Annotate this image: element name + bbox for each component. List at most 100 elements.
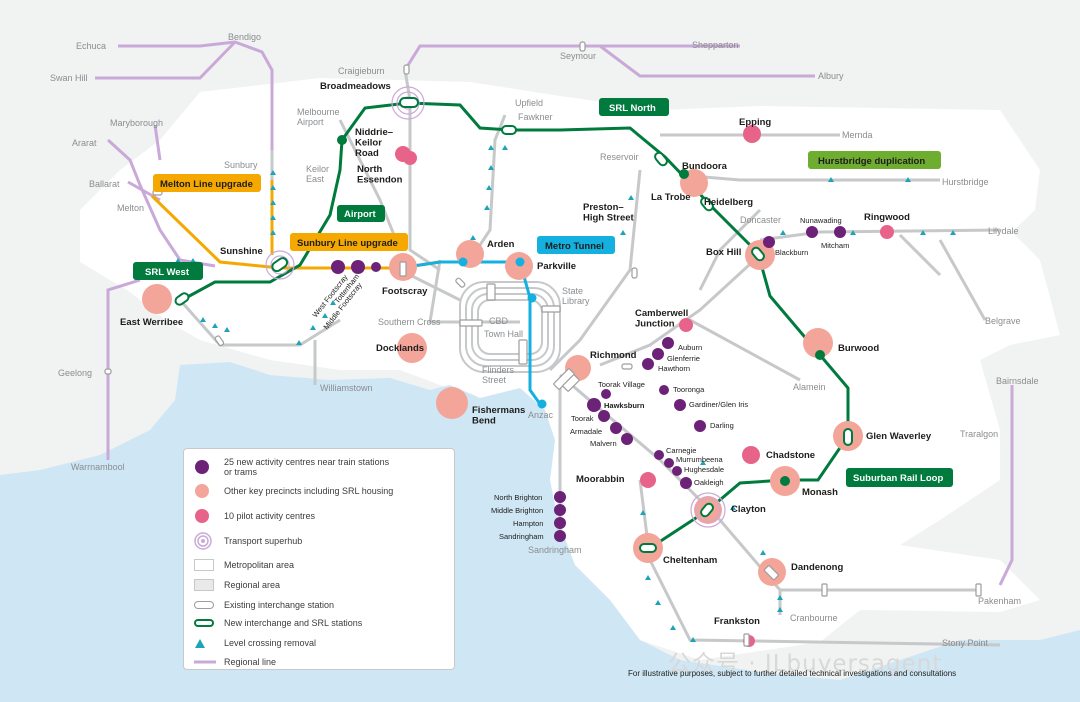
tag-melton-text: Melton Line upgrade	[160, 179, 253, 190]
interchange-stations	[174, 97, 853, 553]
legend-text: Transport superhub	[224, 536, 303, 546]
label-oakleigh: Oakleigh	[694, 478, 724, 487]
label-ringwood: Ringwood	[864, 212, 910, 223]
label-sandringham: Sandringham	[528, 545, 582, 555]
legend-text: 25 new activity centres near train stati…	[224, 457, 390, 477]
label-hughesdale: Hughesdale	[684, 465, 724, 474]
legend-text: Other key precincts including SRL housin…	[224, 486, 394, 496]
legend-item-precinct: Other key precincts including SRL housin…	[194, 483, 444, 499]
tag-srl-north-text: SRL North	[609, 103, 656, 114]
tag-airport: Airport	[337, 205, 385, 222]
label-nunawading: Nunawading	[800, 216, 842, 225]
label-cranbourne: Cranbourne	[790, 613, 838, 623]
label-murrumbeena: Murrumbeena	[676, 455, 724, 464]
label-doncaster: Doncaster	[740, 215, 781, 225]
legend-item-pilot: 10 pilot activity centres	[194, 508, 444, 524]
label-moorabbin: Moorabbin	[576, 474, 625, 485]
regional-line-icon	[194, 660, 216, 664]
label-belgrave: Belgrave	[985, 316, 1021, 326]
label-bairnsdale: Bairnsdale	[996, 376, 1039, 386]
label-alamein: Alamein	[793, 382, 826, 392]
label-melton: Melton	[117, 203, 144, 213]
label-albury: Albury	[818, 71, 844, 81]
tag-sunbury-text: Sunbury Line upgrade	[297, 238, 398, 249]
legend-text: Level crossing removal	[224, 637, 317, 648]
regional-area-icon	[194, 579, 214, 591]
label-north-brighton: North Brighton	[494, 493, 542, 502]
metro-tunnel-stations	[458, 257, 547, 409]
label-glenferrie: Glenferrie	[667, 354, 700, 363]
label-lilydale: Lilydale	[988, 226, 1019, 236]
legend-item-existing: Existing interchange station	[194, 600, 444, 610]
label-reservoir: Reservoir	[600, 152, 639, 162]
label-arden: Arden	[487, 239, 515, 250]
airport-icon	[337, 135, 347, 145]
label-blackburn: Blackburn	[775, 248, 808, 257]
existing-interchange-icon	[194, 600, 214, 609]
label-hampton: Hampton	[513, 519, 543, 528]
label-east-werribee: East Werribee	[120, 317, 183, 328]
tag-srl-north: SRL North	[599, 98, 669, 116]
tag-srl-west-text: SRL West	[145, 267, 190, 278]
label-tooronga: Tooronga	[673, 385, 705, 394]
metro-area-icon	[194, 558, 214, 571]
label-docklands: Docklands	[376, 343, 424, 354]
legend-text: Regional area	[224, 580, 281, 590]
label-williamstown: Williamstown	[320, 383, 373, 393]
label-traralgon: Traralgon	[960, 429, 998, 439]
label-mernda: Mernda	[842, 130, 873, 140]
label-ballarat: Ballarat	[89, 179, 120, 189]
label-seymour: Seymour	[560, 51, 596, 61]
label-broadmeadows: Broadmeadows	[320, 81, 391, 92]
label-sandringham-centre: Sandringham	[499, 532, 544, 541]
label-cheltenham: Cheltenham	[663, 555, 717, 566]
activity-centre-icon	[195, 460, 209, 474]
label-frankston: Frankston	[714, 616, 760, 627]
label-carnegie: Carnegie	[666, 446, 696, 455]
label-warrnambool: Warrnambool	[71, 462, 125, 472]
label-echuca: Echuca	[76, 41, 106, 51]
label-sunbury: Sunbury	[224, 160, 258, 170]
legend-item-metro: Metropolitan area	[194, 558, 444, 571]
label-bendigo: Bendigo	[228, 32, 261, 42]
level-crossing-icon	[195, 638, 205, 648]
tag-metro-tunnel: Metro Tunnel	[537, 236, 615, 254]
label-monash: Monash	[802, 487, 838, 498]
srl-stations	[679, 169, 825, 486]
label-town-hall: Town Hall	[484, 329, 523, 339]
label-clayton: Clayton	[731, 504, 766, 515]
label-toorak-village: Toorak Village	[598, 380, 645, 389]
tag-metro-tunnel-text: Metro Tunnel	[545, 241, 604, 252]
legend-text: 10 pilot activity centres	[224, 510, 316, 521]
legend-item-activity: 25 new activity centres near train stati…	[194, 457, 444, 477]
label-malvern: Malvern	[590, 439, 617, 448]
tag-hurstbridge: Hurstbridge duplication	[808, 151, 941, 169]
label-chadstone: Chadstone	[766, 450, 815, 461]
legend-item-hub: Transport superhub	[194, 532, 444, 550]
legend-item-new-interchange: New interchange and SRL stations	[194, 618, 444, 628]
label-pakenham: Pakenham	[978, 596, 1021, 606]
tag-melton: Melton Line upgrade	[153, 174, 261, 192]
label-la-trobe: La Trobe	[651, 192, 691, 203]
label-auburn: Auburn	[678, 343, 702, 352]
transport-superhubs	[265, 86, 726, 528]
label-hawksburn: Hawksburn	[604, 401, 645, 410]
srl-line	[181, 101, 850, 550]
legend-item-level-crossing: Level crossing removal	[194, 637, 444, 649]
tag-srl-loop-text: Suburban Rail Loop	[853, 473, 943, 484]
new-interchange-icon	[194, 619, 214, 627]
regional-labels: Echuca Bendigo Swan Hill Shepparton Seym…	[50, 32, 1039, 472]
label-anzac: Anzac	[528, 410, 554, 420]
label-richmond: Richmond	[590, 350, 637, 361]
tag-srl-loop: Suburban Rail Loop	[846, 468, 953, 487]
label-geelong: Geelong	[58, 368, 92, 378]
